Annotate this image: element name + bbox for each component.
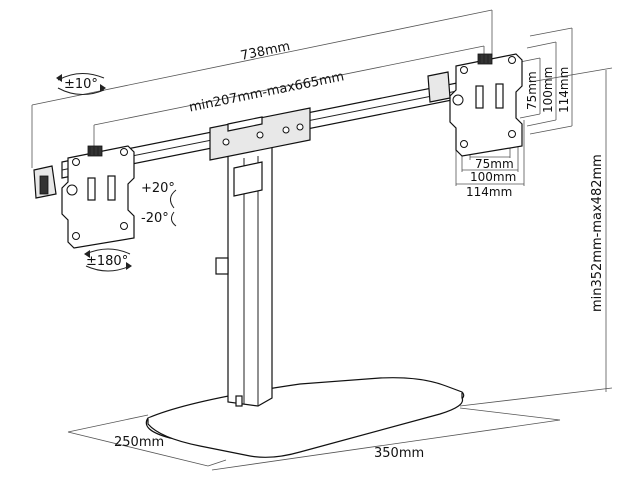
vesa-h-114-label: 114mm xyxy=(466,185,512,199)
height-dimension: min352mm-max482mm xyxy=(459,67,613,407)
rotation-label: ±180° xyxy=(86,254,128,269)
vesa-vertical-dimensions: 75mm 100mm 114mm xyxy=(519,27,573,135)
tilt-swivel-label: ±10° xyxy=(64,77,98,92)
tilt-annotation: +20° -20° xyxy=(141,181,177,227)
vesa-v-100-label: 100mm xyxy=(541,67,555,113)
base-plate xyxy=(145,377,465,458)
base-width-label: 350mm xyxy=(374,446,424,461)
base-depth-dimension: 250mm xyxy=(67,414,227,467)
total-width-label: 738mm xyxy=(239,39,291,64)
vesa-h-100-label: 100mm xyxy=(470,170,516,184)
base-depth-label: 250mm xyxy=(114,435,164,450)
base-width-dimension: 350mm xyxy=(211,407,561,471)
tilt-up-label: +20° xyxy=(141,181,175,196)
rotation-annotation: ±180° xyxy=(84,248,132,272)
swivel-annotation: ±10° xyxy=(56,73,106,95)
support-column xyxy=(215,145,273,407)
left-vesa-plate xyxy=(33,145,135,249)
right-vesa-plate xyxy=(427,53,523,157)
height-range-label: min352mm-max482mm xyxy=(590,154,605,312)
tilt-down-label: -20° xyxy=(141,211,169,226)
vesa-v-75-label: 75mm xyxy=(525,71,539,110)
vesa-h-75-label: 75mm xyxy=(475,157,514,171)
vesa-horizontal-dimensions: 75mm 100mm 114mm xyxy=(455,120,525,199)
vesa-v-114-label: 114mm xyxy=(557,67,571,113)
arm-range-label: min207mm-max665mm xyxy=(188,69,346,115)
